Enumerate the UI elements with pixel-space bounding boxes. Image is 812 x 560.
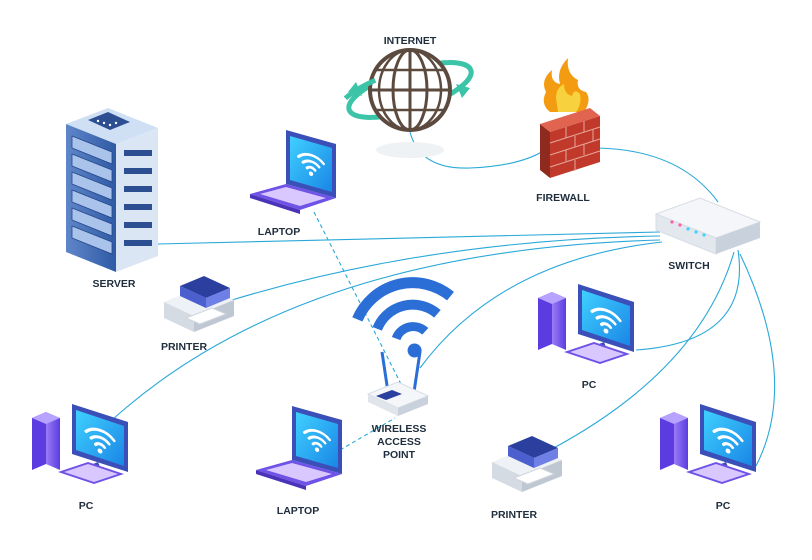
cable-printer-switch bbox=[231, 235, 661, 301]
pc-right-bottom-label: PC bbox=[716, 500, 731, 512]
globe-icon bbox=[343, 48, 474, 158]
wireless-link-laptop-top bbox=[313, 211, 406, 393]
pc-icon bbox=[32, 404, 128, 484]
pc-right-mid-label: PC bbox=[582, 379, 597, 391]
pc-icon bbox=[660, 404, 756, 484]
laptop-icon bbox=[250, 130, 336, 214]
firewall-icon bbox=[540, 58, 601, 178]
cable-printer-bottom-switch bbox=[549, 251, 735, 451]
server-label: SERVER bbox=[93, 278, 136, 290]
cable-pc-right-bottom-switch bbox=[739, 253, 776, 467]
cables bbox=[111, 131, 776, 467]
printer-icon bbox=[164, 276, 234, 332]
wap-label-line1: WIRELESS bbox=[372, 423, 427, 435]
laptop-top-label: LAPTOP bbox=[258, 226, 300, 238]
cable-wap-switch bbox=[419, 241, 663, 369]
wifi-icon bbox=[352, 277, 454, 358]
firewall-label: FIREWALL bbox=[536, 192, 590, 204]
wireless-access-point-icon bbox=[366, 351, 430, 416]
cable-firewall-switch bbox=[597, 147, 719, 203]
laptop-icon bbox=[256, 406, 342, 490]
laptop-bottom-label: LAPTOP bbox=[277, 505, 319, 517]
internet-label: INTERNET bbox=[384, 35, 437, 47]
server-icon bbox=[66, 108, 158, 272]
pc-left-label: PC bbox=[79, 500, 94, 512]
cable-server-switch bbox=[157, 231, 661, 245]
printer-bottom-label: PRINTER bbox=[491, 509, 538, 521]
cable-pc-right-mid-switch bbox=[635, 249, 740, 351]
wap-label-line3: POINT bbox=[383, 449, 416, 461]
pc-icon bbox=[538, 284, 634, 364]
switch-icon bbox=[654, 197, 762, 255]
wap-label-line2: ACCESS bbox=[377, 436, 421, 448]
cable-pc-left-switch bbox=[111, 239, 661, 421]
printer-icon bbox=[492, 436, 562, 492]
switch-label: SWITCH bbox=[668, 260, 709, 272]
wireless-link-laptop-bottom bbox=[339, 417, 396, 451]
printer-left-label: PRINTER bbox=[161, 341, 208, 353]
